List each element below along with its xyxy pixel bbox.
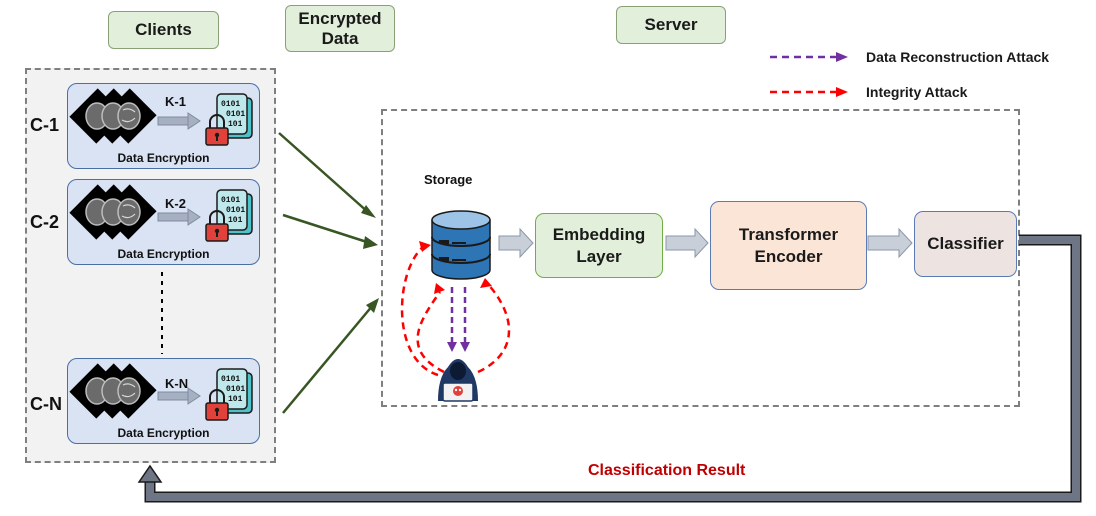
svg-text:0101: 0101	[226, 110, 245, 119]
key-label-1: K-1	[165, 94, 186, 109]
arrow-icon	[157, 387, 201, 405]
client-label-n: C-N	[30, 394, 62, 414]
server-header: Server	[616, 6, 726, 44]
integrity-arrowheads	[419, 241, 492, 294]
encryption-caption-2: Data Encryption	[117, 247, 210, 261]
client-1-graphics: 0101 0101 101	[69, 88, 253, 146]
svg-text:0101: 0101	[226, 206, 245, 215]
encrypted-file-icon: 0101 0101 101	[205, 368, 253, 421]
key-label-2: K-2	[165, 196, 186, 211]
storage-label: Storage	[424, 172, 473, 187]
client-box-1: 0101 0101 101 K-1 Data Encryption	[67, 83, 260, 169]
svg-text:101: 101	[228, 395, 243, 404]
svg-text:0101: 0101	[226, 385, 245, 394]
svg-text:0101: 0101	[221, 375, 240, 384]
arrow-icon	[157, 208, 201, 226]
brain-scans-icon	[69, 184, 157, 240]
encrypted-data-label: Encrypted Data	[298, 8, 382, 48]
encryption-caption-1: Data Encryption	[117, 151, 210, 165]
classifier-label: Classifier	[927, 234, 1004, 253]
reconstruction-attack-arrows	[447, 287, 470, 352]
svg-text:101: 101	[228, 120, 243, 129]
pipeline-arrows	[498, 227, 913, 259]
encrypted-file-icon: 0101 0101 101	[205, 93, 253, 146]
clients-header: Clients	[108, 11, 219, 49]
result-return-arrow	[137, 234, 1082, 503]
legend-reconstruction: Data Reconstruction Attack	[866, 49, 1050, 65]
classification-result-label: Classification Result	[588, 462, 746, 479]
key-label-n: K-N	[165, 376, 189, 391]
transformer-encoder-block: Transformer Encoder	[710, 201, 867, 290]
svg-text:0101: 0101	[221, 196, 240, 205]
embedding-layer-block: Embedding Layer	[535, 213, 663, 278]
client-label-2: C-2	[30, 212, 60, 232]
encrypted-file-icon: 0101 0101 101	[205, 189, 253, 242]
integrity-attack-arrows	[400, 245, 511, 377]
storage-database-icon	[431, 210, 491, 280]
encrypted-data-header: Encrypted Data	[285, 5, 395, 52]
client-box-n: 0101 0101 101 K-N Data Encryption	[67, 358, 260, 444]
legend-integrity: Integrity Attack	[866, 84, 968, 100]
brain-scans-icon	[69, 363, 157, 419]
svg-text:0101: 0101	[221, 100, 240, 109]
server-frame	[381, 109, 1020, 407]
transformer-encoder-label: Transformer Encoder	[738, 224, 839, 266]
encryption-caption-n: Data Encryption	[117, 426, 210, 440]
client-box-2: 0101 0101 101 K-2 Data Encryption	[67, 179, 260, 265]
upload-arrows	[278, 132, 379, 414]
client-label-1: C-1	[30, 115, 60, 135]
svg-text:101: 101	[228, 216, 243, 225]
brain-scans-icon	[69, 88, 157, 144]
hacker-icon	[438, 359, 478, 402]
client-n-graphics: 0101 0101 101	[69, 363, 253, 421]
client-2-graphics: 0101 0101 101	[69, 184, 253, 242]
classifier-block: Classifier	[914, 211, 1017, 277]
embedding-layer-label: Embedding Layer	[552, 224, 646, 266]
arrow-icon	[157, 112, 201, 130]
